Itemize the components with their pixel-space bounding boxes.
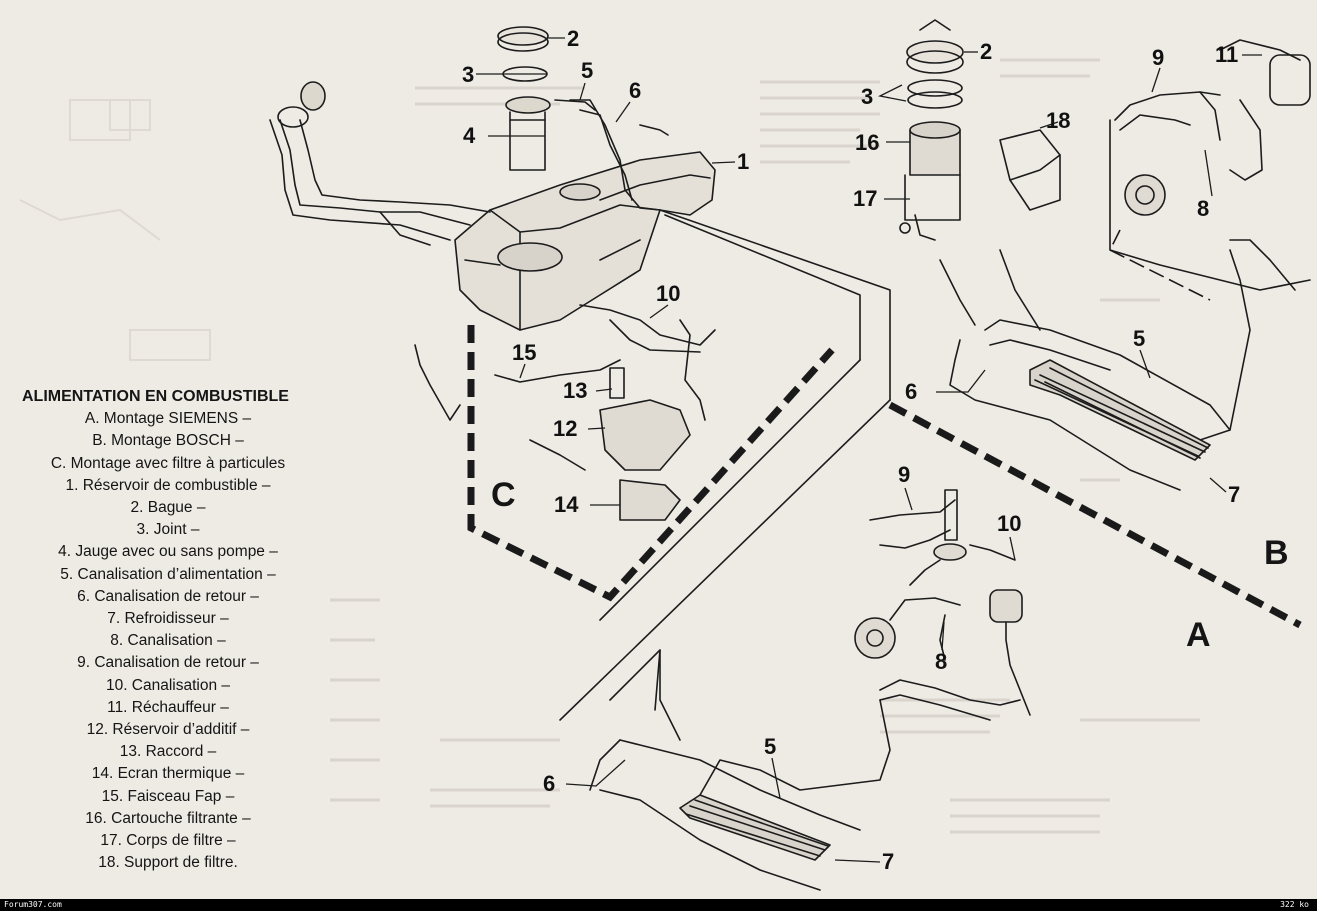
tank-lines — [569, 99, 669, 211]
callout-tank: 1 — [737, 149, 750, 174]
callout-fap-additive-tank: 12 — [553, 416, 578, 441]
filter-assembly — [899, 19, 1061, 241]
file-size: 322 ko — [1280, 900, 1309, 909]
legend-title: ALIMENTATION EN COMBUSTIBLE — [22, 388, 289, 405]
legend-line: 6. Canalisation de retour – — [77, 587, 259, 605]
routing-lines — [559, 209, 891, 791]
callout-b-line: 8 — [1197, 196, 1210, 221]
legend-line: 16. Cartouche filtrante – — [85, 809, 251, 827]
legend-line: 18. Support de filtre. — [98, 854, 238, 872]
callout-b-heater: 11 — [1215, 42, 1239, 67]
footer-bar: Forum307.com 322 ko — [0, 899, 1317, 911]
callout-return-line: 6 — [629, 78, 642, 103]
legend-line: C. Montage avec filtre à particules — [50, 454, 286, 472]
callout-a-return-line-6: 6 — [543, 771, 556, 796]
variant-label-c: C — [491, 476, 516, 514]
legend-line: A. Montage SIEMENS – — [84, 410, 252, 428]
callout-a-line-8: 8 — [935, 649, 948, 674]
legend-line: 12. Réservoir d’additif – — [86, 721, 250, 739]
legend: ALIMENTATION EN COMBUSTIBLE A. Montage S… — [8, 386, 328, 874]
montage-a-cooler — [599, 649, 891, 891]
callout-b-cooler: 7 — [1228, 482, 1241, 507]
callout-filter-cartridge: 16 — [855, 130, 880, 155]
callout-filter-support: 18 — [1046, 108, 1071, 133]
callout-feed-line: 5 — [581, 58, 594, 83]
callout-b-return-line: 9 — [1152, 45, 1165, 70]
callout-filter-ring: 2 — [980, 39, 993, 64]
legend-line: 5. Canalisation d’alimentation – — [60, 565, 276, 583]
montage-b-lines — [1109, 39, 1311, 441]
callout-b-return-line-2: 6 — [905, 379, 918, 404]
filler-neck — [269, 81, 491, 246]
callout-seal: 3 — [462, 62, 475, 87]
fap-assembly — [414, 304, 716, 521]
legend-line: 11. Réchauffeur – — [107, 698, 229, 716]
callout-a-feed-line: 5 — [764, 734, 777, 759]
site-watermark: Forum307.com — [4, 900, 62, 909]
callout-ring: 2 — [567, 26, 580, 51]
legend-line: 13. Raccord – — [119, 743, 217, 761]
gauge-pump-assembly — [497, 26, 596, 171]
legend-line: 8. Canalisation – — [110, 632, 226, 650]
legend-line: 3. Joint – — [136, 521, 200, 539]
legend-line: 4. Jauge avec ou sans pompe – — [58, 543, 278, 561]
callout-a-cooler: 7 — [882, 849, 895, 874]
variant-label-a: A — [1186, 616, 1211, 654]
legend-line: 10. Canalisation – — [105, 676, 231, 694]
callout-gauge: 4 — [463, 123, 476, 148]
montage-a-assembly — [854, 489, 1031, 721]
callout-fap-connector: 13 — [563, 378, 588, 403]
callout-fap-line: 10 — [656, 281, 681, 306]
callout-filter-seal: 3 — [861, 84, 874, 109]
variant-label-b: B — [1264, 534, 1289, 572]
callout-fap-harness: 15 — [512, 340, 537, 365]
legend-line: 2. Bague – — [130, 499, 206, 517]
legend-line: 14. Ecran thermique – — [91, 765, 245, 783]
callout-fap-heat-shield: 14 — [554, 492, 579, 517]
legend-line: 9. Canalisation de retour – — [77, 654, 259, 672]
callout-a-return-line: 9 — [898, 462, 911, 487]
legend-line: 7. Refroidisseur – — [107, 610, 229, 628]
montage-b-cooler — [939, 249, 1231, 491]
legend-line: 17. Corps de filtre – — [100, 832, 236, 850]
callout-filter-body: 17 — [853, 186, 878, 211]
callout-a-line: 10 — [997, 511, 1022, 536]
callout-b-feed-line: 5 — [1133, 326, 1146, 351]
legend-line: 1. Réservoir de combustible – — [65, 476, 271, 494]
legend-line: 15. Faisceau Fap – — [101, 787, 235, 805]
fuel-tank — [454, 151, 716, 331]
legend-line: B. Montage BOSCH – — [92, 432, 244, 450]
